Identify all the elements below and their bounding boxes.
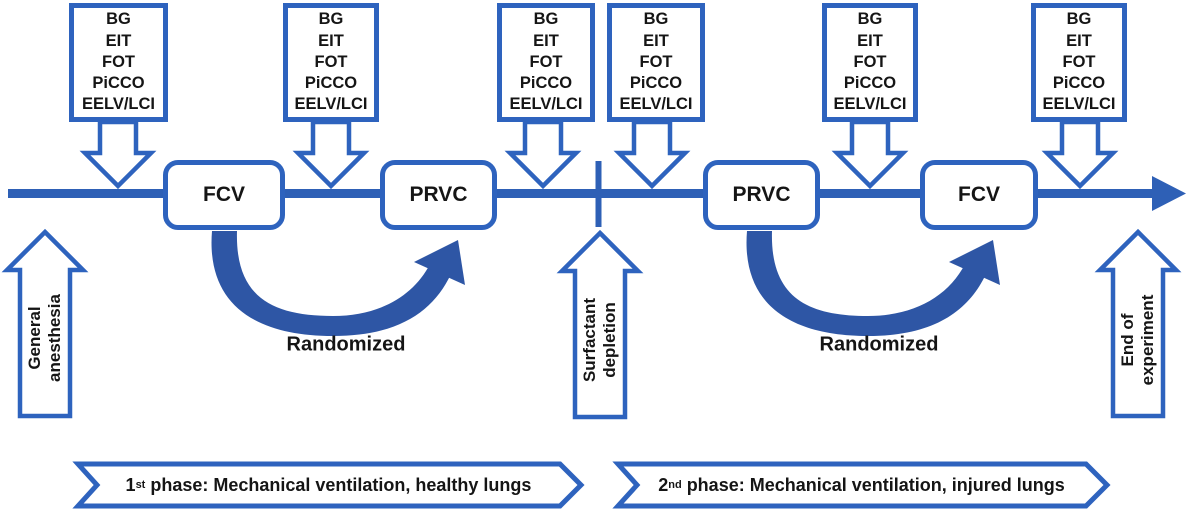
randomized-swoosh-arrow-1 (211, 231, 465, 336)
measurement-item: FOT (639, 52, 673, 71)
measurement-item: EELV/LCI (1042, 95, 1116, 114)
measurement-item: EELV/LCI (294, 95, 368, 114)
milestone-line: anesthesia (45, 294, 64, 382)
milestone-line: experiment (1138, 294, 1157, 386)
mode-label: FCV (203, 183, 245, 206)
measurement-item: BG (1066, 10, 1092, 29)
measurement-item: PiCCO (843, 74, 897, 93)
surfactant-depletion-arrow-icon (556, 229, 644, 420)
measurement-item: BG (318, 10, 344, 29)
randomized-curve (746, 231, 986, 336)
randomized-curve-arrowhead-icon (949, 240, 1000, 285)
measurement-item: BG (533, 10, 559, 29)
measurement-item: FOT (314, 52, 348, 71)
randomized-curve-arrowhead-icon (414, 240, 465, 285)
phase-number: 2 (658, 474, 669, 495)
measurement-item: EIT (105, 31, 132, 50)
measurement-item: EIT (1066, 31, 1092, 50)
measurement-item: PiCCO (519, 74, 573, 93)
measurement-item: EIT (643, 31, 669, 50)
measurement-item: PiCCO (629, 74, 683, 93)
measurement-down-arrow-icon (504, 119, 582, 190)
randomized-label-phase1: Randomized (286, 333, 406, 356)
measurement-panel-2: BG EIT FOT PiCCO EELV/LCI (283, 3, 379, 122)
measurement-item: FOT (1062, 52, 1096, 71)
phase1-banner-shape (72, 461, 585, 509)
measurement-item: FOT (529, 52, 563, 71)
phase-text: phase: Mechanical ventilation, injured l… (681, 474, 1065, 495)
general-anesthesia-label: General anesthesia (25, 294, 65, 382)
timeline-bar (8, 189, 1154, 198)
measurement-item: PiCCO (92, 74, 145, 93)
surfactant-depletion-label: Surfactant depletion (580, 298, 620, 382)
measurement-item: FOT (102, 52, 135, 71)
measurement-item: FOT (853, 52, 887, 71)
randomized-curve (211, 231, 451, 336)
measurement-down-arrow-icon (79, 119, 157, 190)
measurement-item: BG (857, 10, 883, 29)
phase-text: phase: Mechanical ventilation, healthy l… (145, 474, 532, 495)
measurement-down-arrow-icon (292, 119, 370, 190)
mode-box-prvc-phase2: PRVC (703, 160, 820, 230)
measurement-item: EIT (857, 31, 883, 50)
measurement-item: BG (106, 10, 131, 29)
phase2-banner-shape (612, 461, 1111, 509)
timeline-phase-divider (595, 161, 602, 227)
milestone-line: Surfactant (580, 297, 599, 383)
measurement-panel-1: BG EIT FOT PiCCO EELV/LCI (69, 3, 168, 122)
measurement-item: EIT (533, 31, 559, 50)
end-of-experiment-arrow-icon (1094, 228, 1182, 419)
mode-label: PRVC (732, 183, 791, 206)
measurement-down-arrow-icon (613, 119, 691, 190)
measurement-item: EELV/LCI (81, 95, 156, 114)
measurement-item: EELV/LCI (509, 95, 583, 114)
measurement-item: EELV/LCI (619, 95, 693, 114)
measurement-panel-3: BG EIT FOT PiCCO EELV/LCI (497, 3, 595, 122)
measurement-down-arrow-icon (1041, 119, 1119, 190)
mode-box-fcv-phase2: FCV (920, 160, 1038, 230)
milestone-line: General (25, 306, 44, 370)
randomized-swoosh-arrow-2 (746, 231, 1000, 336)
measurement-item: PiCCO (304, 74, 358, 93)
measurement-panel-4: BG EIT FOT PiCCO EELV/LCI (607, 3, 705, 122)
milestone-line: End of (1118, 313, 1137, 367)
measurement-panel-6: BG EIT FOT PiCCO EELV/LCI (1031, 3, 1127, 122)
mode-label: FCV (958, 183, 1000, 206)
measurement-item: EELV/LCI (833, 95, 907, 114)
milestone-line: depletion (600, 302, 619, 378)
randomized-label-phase2: Randomized (819, 333, 939, 356)
general-anesthesia-arrow-icon (1, 228, 89, 419)
measurement-item: BG (643, 10, 669, 29)
mode-box-prvc-phase1: PRVC (380, 160, 497, 230)
mode-box-fcv-phase1: FCV (163, 160, 285, 230)
mode-label: PRVC (409, 183, 468, 206)
measurement-item: EIT (318, 31, 344, 50)
measurement-item: PiCCO (1052, 74, 1106, 93)
phase-number: 1 (125, 474, 136, 495)
timeline-arrowhead-icon (1152, 176, 1186, 211)
end-of-experiment-label: End of experiment (1118, 295, 1158, 386)
measurement-panel-5: BG EIT FOT PiCCO EELV/LCI (822, 3, 918, 122)
measurement-down-arrow-icon (831, 119, 909, 190)
